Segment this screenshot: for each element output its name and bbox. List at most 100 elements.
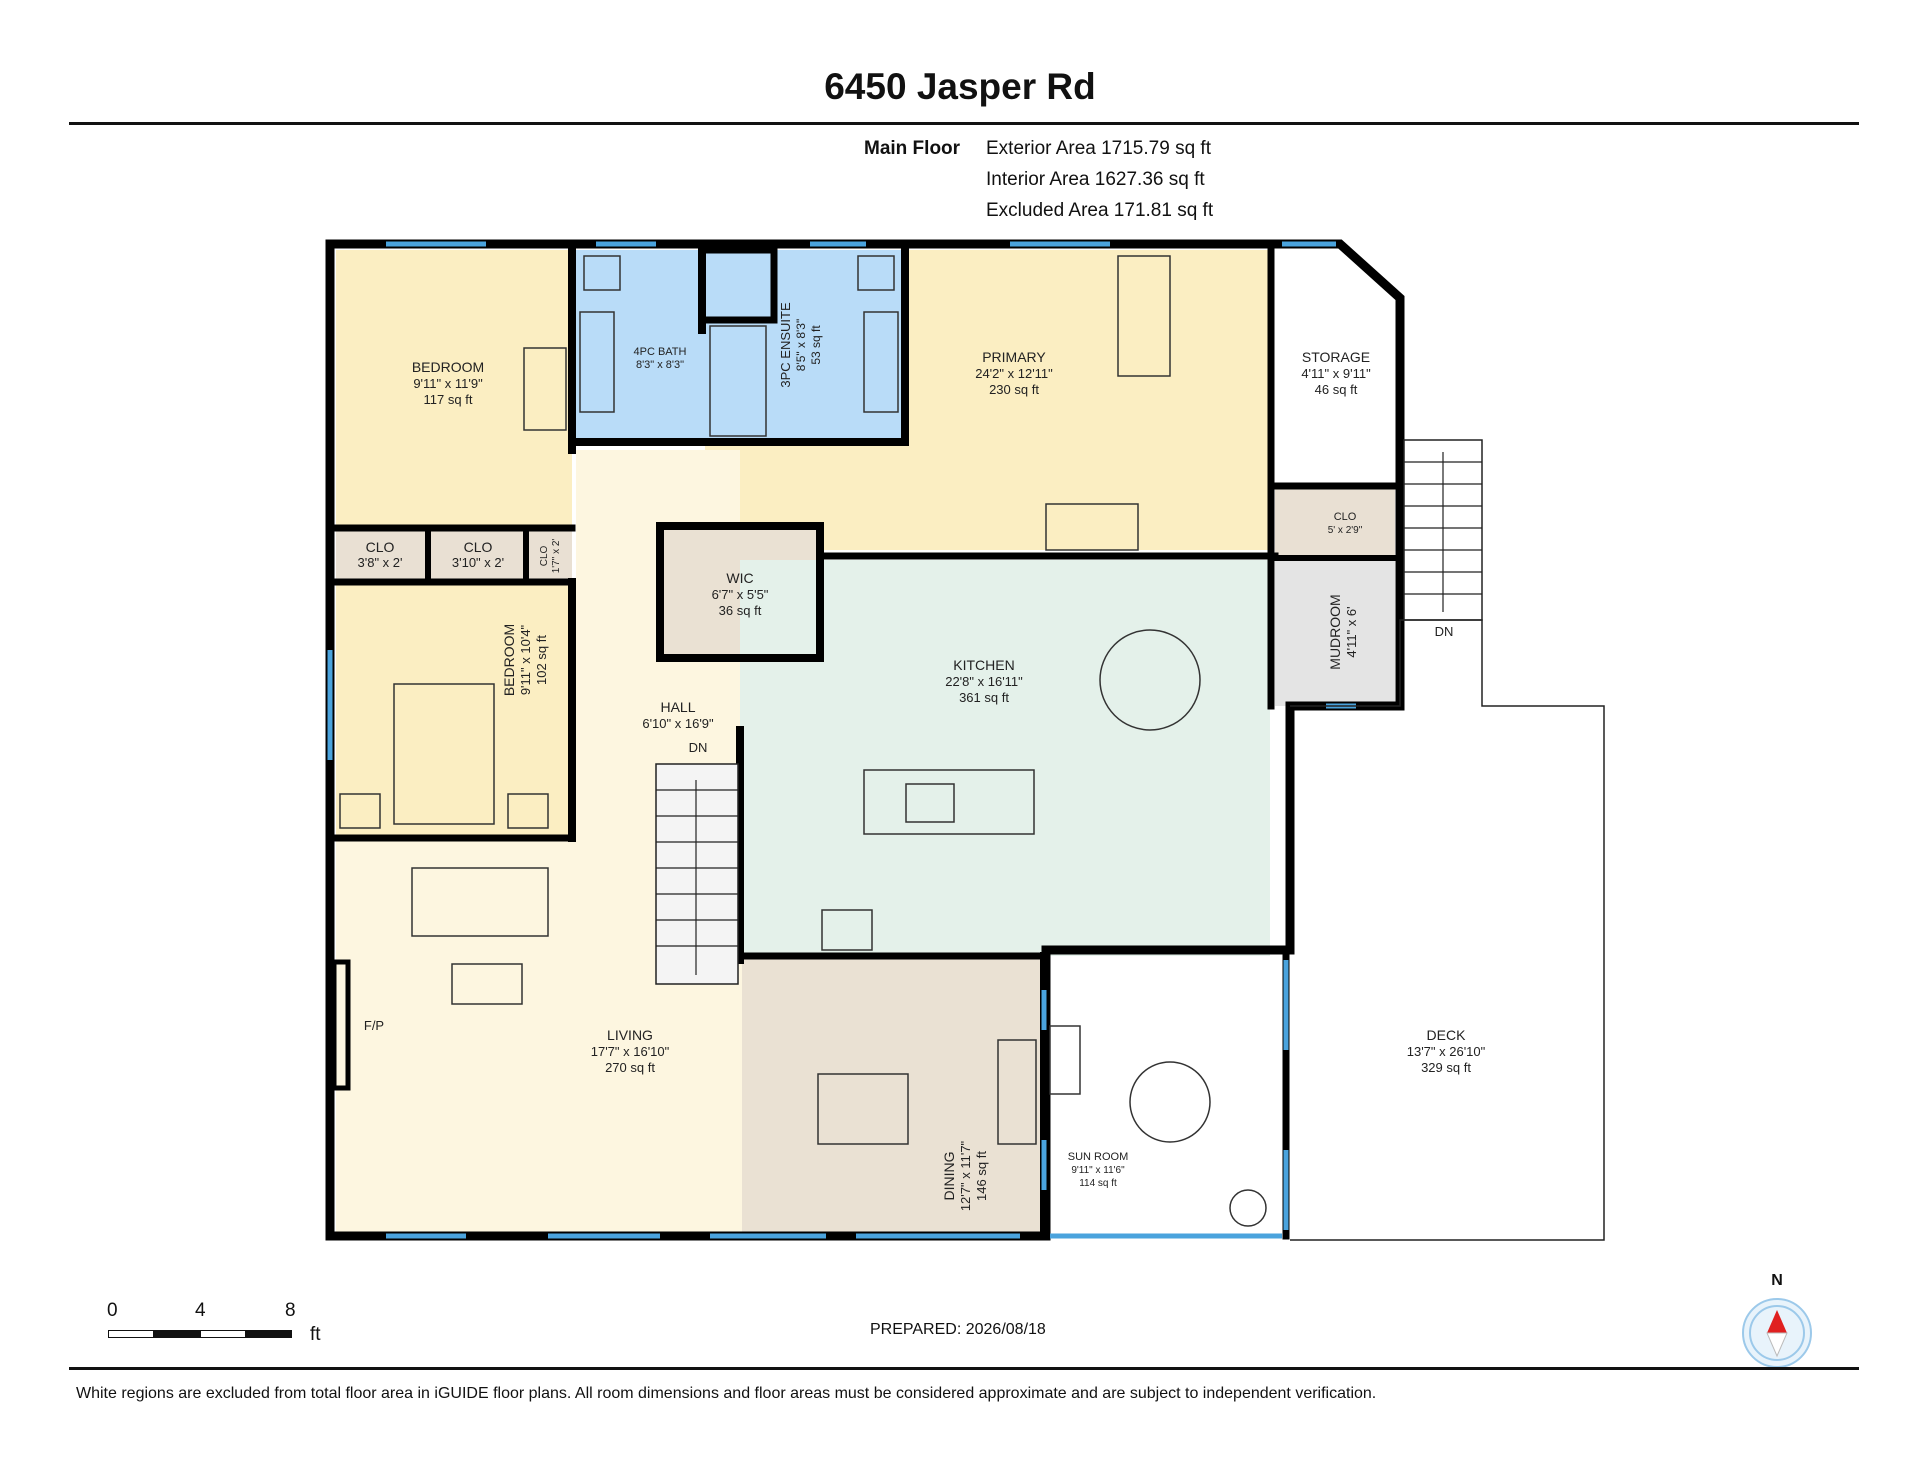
room-storage: STORAGE 4'11" x 9'11" 46 sq ft: [1301, 349, 1371, 397]
compass: N: [1741, 1272, 1813, 1368]
bed-icon: [393, 683, 495, 825]
room-name: STORAGE: [1302, 349, 1370, 365]
room-name: BEDROOM: [412, 359, 484, 375]
room-area: 361 sq ft: [959, 690, 1009, 705]
room-dims: 12'7" x 11'7": [958, 1140, 973, 1211]
clo1-fill: [336, 530, 426, 580]
interior-area: Interior Area 1627.36 sq ft: [986, 169, 1205, 190]
bedroom1-fill: [336, 250, 572, 528]
deck-stair-dn: DN: [1435, 624, 1454, 639]
room-dims: 3'10" x 2': [452, 555, 504, 570]
room-name: CLO: [539, 545, 550, 566]
scale-unit: ft: [310, 1324, 321, 1345]
nightstand-icon: [507, 793, 549, 829]
room-area: 230 sq ft: [989, 382, 1039, 397]
room-name: LIVING: [607, 1027, 653, 1043]
room-area: 270 sq ft: [605, 1060, 655, 1075]
room-area: 146 sq ft: [974, 1151, 989, 1201]
toilet-icon: [857, 255, 895, 291]
room-name: DINING: [941, 1152, 957, 1201]
prepared-date: PREPARED: 2026/08/18: [870, 1321, 1046, 1338]
room-area: 102 sq ft: [534, 635, 549, 685]
sunroom-table-icon: [1129, 1061, 1211, 1143]
room-dining: DINING 12'7" x 11'7" 146 sq ft: [941, 1140, 989, 1211]
room-area: 329 sq ft: [1421, 1060, 1471, 1075]
kitchen-fill: [740, 560, 1270, 956]
room-dims: 5' x 2'9": [1328, 525, 1363, 536]
room-area: 36 sq ft: [719, 603, 762, 618]
kitchen-island-icon: [863, 769, 1035, 835]
clo2-fill: [430, 530, 524, 580]
kitchen-table-icon: [1099, 629, 1201, 731]
coffee-table-icon: [451, 963, 523, 1005]
room-dims: 13'7" x 26'10": [1407, 1044, 1486, 1059]
room-area: 53 sq ft: [809, 325, 823, 365]
room-name: PRIMARY: [982, 349, 1046, 365]
bath4pc-fill: [576, 250, 701, 440]
disclaimer: White regions are excluded from total fl…: [76, 1385, 1377, 1402]
room-bedroom1: BEDROOM 9'11" x 11'9" 117 sq ft: [412, 359, 484, 407]
room-name: HALL: [660, 699, 695, 715]
room-3pc-ensuite: 3PC ENSUITE 8'5" x 8'3" 53 sq ft: [778, 302, 823, 388]
mudroom-fill: [1275, 560, 1395, 706]
room-dims: 22'8" x 16'11": [945, 674, 1023, 689]
ensuite-fill: [701, 250, 905, 440]
room-area: 117 sq ft: [424, 392, 473, 407]
wall-tub: [698, 246, 778, 324]
room-primary: PRIMARY 24'2" x 12'11" 230 sq ft: [975, 349, 1053, 397]
desk-icon: [1045, 503, 1139, 551]
exterior-area: Exterior Area 1715.79 sq ft: [986, 138, 1211, 159]
scale-segment: [246, 1330, 292, 1338]
exterior-wall: [325, 239, 1405, 1241]
sideboard-icon: [997, 1039, 1037, 1145]
nightstand-icon: [339, 793, 381, 829]
scale-tick: 8: [285, 1300, 296, 1321]
toilet-icon: [583, 255, 621, 291]
fireplace-icon: [331, 959, 351, 1091]
room-hall: HALL 6'10" x 16'9" DN: [642, 699, 714, 755]
deck-stair: [1403, 439, 1483, 621]
room-clo-right: CLO 5' x 2'9": [1328, 511, 1363, 536]
hall-stair-treads: [656, 789, 738, 947]
room-deck: DECK 13'7" x 26'10" 329 sq ft DN: [1407, 624, 1486, 1075]
footer-rule: [69, 1367, 1859, 1370]
scale-segment: [154, 1330, 200, 1338]
storage-fill: [1275, 250, 1375, 486]
room-name: KITCHEN: [953, 657, 1014, 673]
room-clo2: CLO 3'10" x 2': [452, 539, 504, 570]
bedroom2-fill: [336, 584, 572, 836]
compass-icon: [1742, 1298, 1812, 1368]
dresser-icon: [1117, 255, 1171, 377]
scale-segment: [200, 1330, 246, 1338]
deck-outline: [1290, 619, 1605, 1241]
wall-wic: [656, 522, 824, 662]
planter-icon: [1229, 1189, 1267, 1227]
excluded-area: Excluded Area 171.81 sq ft: [986, 200, 1214, 221]
room-4pc-bath: 4PC BATH 8'3" x 8'3": [634, 346, 687, 371]
vanity-icon: [863, 311, 899, 413]
hall-stair: [655, 763, 739, 985]
room-dims: 17'7" x 16'10": [591, 1044, 670, 1059]
scale-segment: [108, 1330, 154, 1338]
room-name: CLO: [1334, 511, 1357, 523]
room-name: CLO: [464, 539, 493, 555]
title-rule: [69, 122, 1859, 125]
room-dims: 4'11" x 9'11": [1301, 366, 1371, 381]
room-clo3: CLO 1'7" x 2': [539, 539, 562, 574]
clo3-fill: [528, 530, 572, 580]
room-name: WIC: [726, 570, 753, 586]
room-dims: 6'10" x 16'9": [642, 716, 714, 731]
room-area: 114 sq ft: [1079, 1178, 1117, 1189]
bench-icon: [1049, 1025, 1081, 1095]
sink-icon: [821, 909, 873, 951]
room-dims: 9'11" x 11'9": [413, 376, 483, 391]
room-wic: WIC 6'7" x 5'5" 36 sq ft: [712, 570, 769, 618]
room-name: CLO: [366, 539, 395, 555]
room-dims: 3'8" x 2': [358, 555, 403, 570]
room-name: DECK: [1427, 1027, 1467, 1043]
room-dims: 24'2" x 12'11": [975, 366, 1053, 381]
clo-right-fill: [1275, 488, 1395, 556]
page-title: 6450 Jasper Rd: [824, 66, 1096, 107]
room-name: 3PC ENSUITE: [778, 302, 793, 388]
vanity-icon: [579, 311, 615, 413]
